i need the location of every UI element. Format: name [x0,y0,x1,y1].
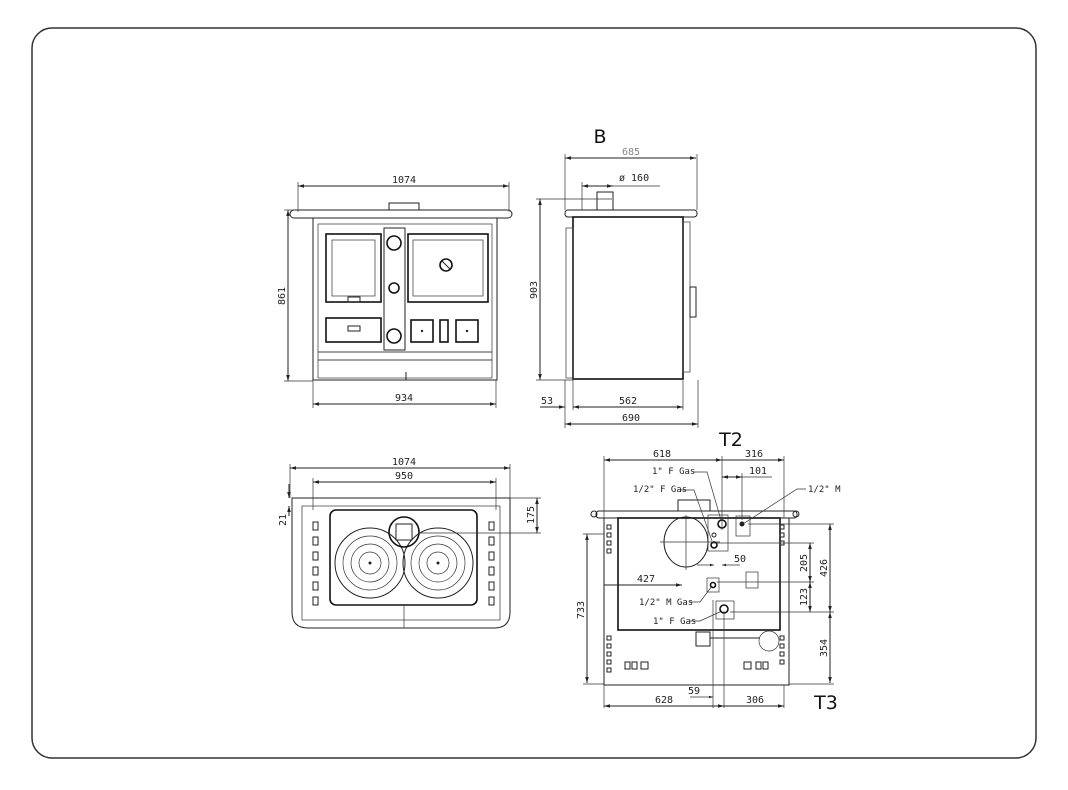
dim-top-950: 950 [395,471,413,482]
dim-rear-306: 306 [746,695,764,706]
label-t2: T2 [718,429,743,451]
dim-flue-diameter: ø 160 [619,173,649,184]
dim-top-175: 175 [526,506,537,524]
dim-rear-123: 123 [799,588,810,606]
dim-side-562: 562 [619,396,637,407]
dim-rear-354: 354 [819,639,830,657]
dim-side-690: 690 [622,413,640,424]
side-view: B 685 ø 160 903 53 562 690 [529,126,699,428]
dim-side-53: 53 [541,396,553,407]
connection-1in-f-gas-top: 1" F Gas [652,467,695,477]
frame [31,27,1037,759]
dim-rear-50: 50 [734,554,746,565]
dim-rear-59: 59 [688,686,700,697]
dim-rear-618: 618 [653,449,671,460]
dim-rear-426: 426 [819,559,830,577]
connection-half-m: 1/2" M [808,485,841,495]
dim-rear-427: 427 [637,574,655,585]
label-t3: T3 [813,692,838,714]
dim-side-685: 685 [622,147,640,158]
dim-rear-205: 205 [799,554,810,572]
rear-view: T2 T3 618 316 101 1" [576,429,841,714]
dim-front-1074: 1074 [392,175,416,186]
dim-rear-733: 733 [576,601,587,619]
connection-half-f-gas: 1/2" F Gas [633,485,687,495]
dim-rear-101: 101 [749,466,767,477]
front-view: 1074 934 861 [277,175,513,408]
dim-rear-628: 628 [655,695,673,706]
dim-front-934: 934 [395,393,413,404]
connection-1in-f-gas-bottom: 1" F Gas [653,617,696,627]
dim-top-1074: 1074 [392,457,416,468]
connection-half-m-gas: 1/2" M Gas [639,598,693,608]
dim-front-861: 861 [277,287,288,305]
top-view: 1074 950 21 175 [278,457,541,629]
dim-top-21: 21 [278,514,289,526]
dim-rear-316: 316 [745,449,763,460]
label-b: B [593,126,606,148]
dim-side-903: 903 [529,281,540,299]
